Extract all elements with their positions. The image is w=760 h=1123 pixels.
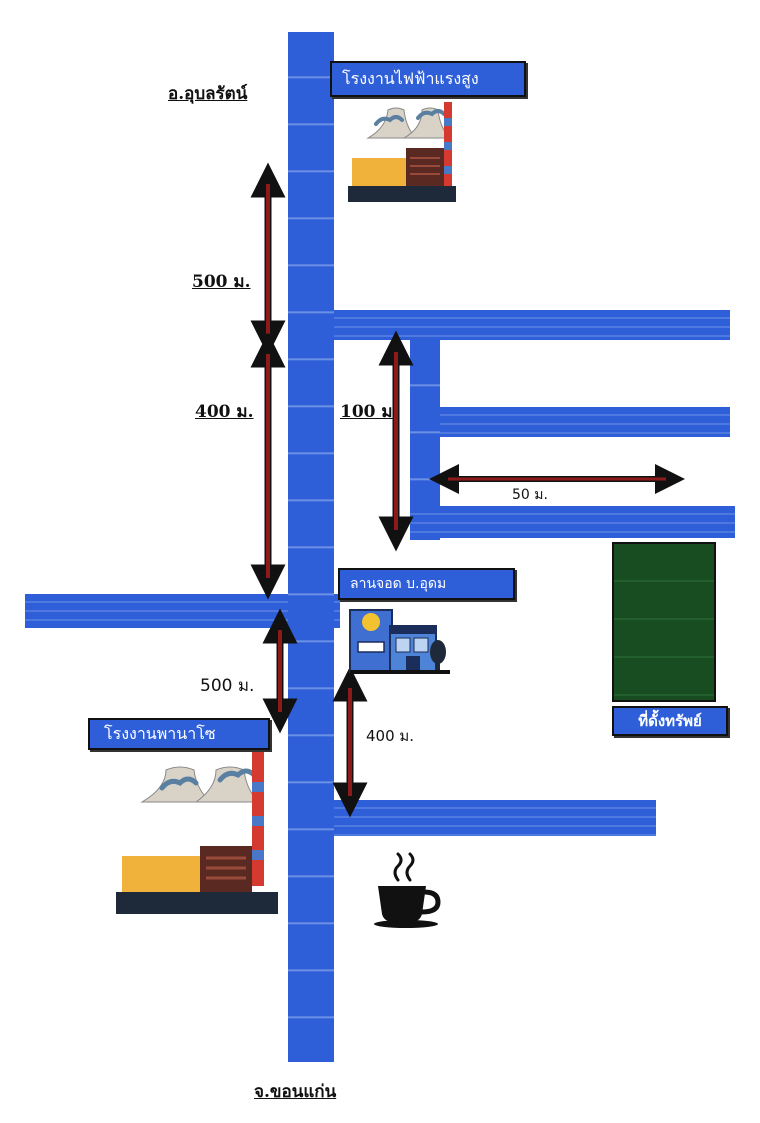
distance-label-6: 400 ม. xyxy=(366,727,415,745)
road-lower-branch xyxy=(410,506,735,538)
property-label: ที่ดั้งทรัพย์ xyxy=(612,706,728,736)
town-label-south: จ.ขอนแก่น xyxy=(254,1082,337,1102)
distance-label-5: 500 ม. xyxy=(200,676,255,696)
road-cross-east xyxy=(334,594,340,628)
distance-label-1: 500 ม. xyxy=(192,272,251,292)
power-plant-icon xyxy=(348,102,456,202)
power-plant-icon xyxy=(116,752,278,914)
distance-label-2: 400 ม. xyxy=(195,402,254,422)
property-parcel xyxy=(612,542,716,702)
coffee-cup-icon xyxy=(374,852,441,928)
power-plant-north-label: โรงงานไฟฟ้าแรงสูง xyxy=(330,61,526,97)
road-cross-west xyxy=(25,594,288,628)
parking-label: ลานจอด บ.อุดม xyxy=(338,568,515,600)
road-south-branch xyxy=(334,800,656,836)
town-label-north: อ.อุบลรัตน์ xyxy=(168,84,248,104)
shop-icon xyxy=(349,609,450,674)
road-middle-branch xyxy=(440,407,730,437)
power-plant-south-label: โรงงานพานาโซ xyxy=(88,718,270,750)
main-road xyxy=(288,32,334,1062)
